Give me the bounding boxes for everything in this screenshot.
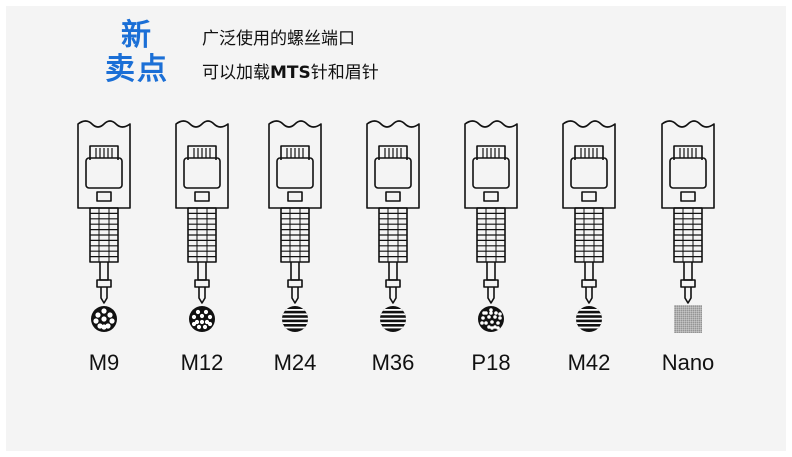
cartridge-m24 xyxy=(265,116,325,306)
needle-cartridge-icon xyxy=(366,120,420,304)
cartridge-m36 xyxy=(363,116,423,306)
needle-cartridge-icon xyxy=(77,120,131,304)
model-label: Nano xyxy=(661,350,715,375)
m36-stripes-icon xyxy=(380,306,406,332)
model-label: M42 xyxy=(567,350,611,375)
feature-compatibility: 可以加载MTS针和眉针 xyxy=(202,58,379,83)
cartridge-m12 xyxy=(172,116,232,306)
feature-suffix: 针和眉针 xyxy=(310,63,379,83)
needle-cartridge-icon xyxy=(562,120,616,304)
needle-cartridge-icon xyxy=(661,120,715,304)
feature-text: 广泛使用的螺丝端口 xyxy=(202,29,355,49)
feature-bold: MTS xyxy=(270,63,311,83)
pattern-p18 xyxy=(476,304,506,334)
pattern-m36 xyxy=(378,304,408,334)
model-label: P18 xyxy=(471,350,511,375)
headline-line-1: 新 xyxy=(121,18,153,53)
cartridge-nano xyxy=(658,116,718,306)
model-label: M24 xyxy=(273,350,317,375)
pattern-m42 xyxy=(574,304,604,334)
content-panel: 新 卖点 广泛使用的螺丝端口 可以加载MTS针和眉针 M9 M12 M24 M36 P1… xyxy=(6,6,786,451)
feature-prefix: 可以加载 xyxy=(202,63,270,83)
model-label: M9 xyxy=(88,350,120,375)
cartridge-m42 xyxy=(559,116,619,306)
pattern-m9 xyxy=(89,304,119,334)
headline: 新 卖点 xyxy=(102,19,172,87)
m24-stripes-icon xyxy=(282,306,308,332)
headline-line-2: 卖点 xyxy=(105,52,169,87)
cartridge-p18 xyxy=(461,116,521,306)
needle-cartridge-icon xyxy=(268,120,322,304)
pattern-m12 xyxy=(187,304,217,334)
feature-screw-port: 广泛使用的螺丝端口 xyxy=(202,24,355,49)
needle-cartridge-icon xyxy=(175,120,229,304)
pattern-nano xyxy=(673,304,703,334)
needle-cartridge-icon xyxy=(464,120,518,304)
cartridge-m9 xyxy=(74,116,134,306)
pattern-m24 xyxy=(280,304,310,334)
m12-dots-icon xyxy=(189,306,215,332)
model-label: M12 xyxy=(180,350,224,375)
nano-grid-icon xyxy=(674,305,702,333)
m9-dots-icon xyxy=(91,306,117,332)
model-label: M36 xyxy=(371,350,415,375)
p18-dots-icon xyxy=(478,306,504,332)
m42-stripes-icon xyxy=(576,306,602,332)
